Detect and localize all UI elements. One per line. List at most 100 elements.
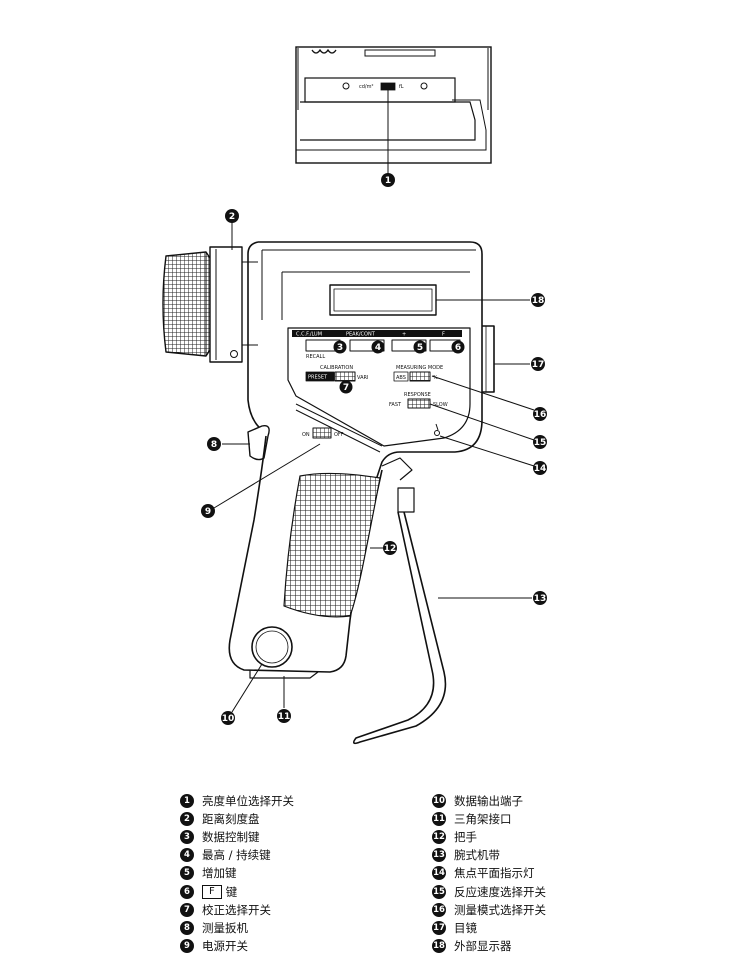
callout-9: 9: [201, 504, 215, 518]
legend-item: 17 目镜: [432, 919, 546, 937]
callout-13: 13: [533, 591, 547, 605]
focus-ring: [162, 251, 211, 357]
panel-label-vari: VARI: [357, 375, 368, 381]
legend-number: 13: [432, 848, 446, 863]
svg-text:5: 5: [417, 343, 423, 353]
callout-7: 7: [339, 380, 353, 394]
hand-grip: [283, 472, 381, 618]
distance-scale-ring: [209, 246, 243, 363]
callout-5: 5: [413, 340, 427, 354]
legend-label: 反应速度选择开关: [454, 884, 546, 899]
legend-number: 14: [432, 866, 446, 881]
legend-number: 16: [432, 902, 446, 917]
legend-number: 8: [180, 920, 194, 935]
legend-number: 4: [180, 848, 194, 863]
legend-item: 18 外部显示器: [432, 937, 546, 955]
meter-body: [162, 241, 495, 745]
legend-item: 14 焦点平面指示灯: [432, 864, 546, 882]
legend-label: 测量模式选择开关: [454, 902, 546, 917]
legend-label: 距离刻度盘: [202, 812, 260, 827]
legend-number: 17: [432, 920, 446, 935]
callout-15: 15: [533, 435, 547, 449]
callout-14: 14: [533, 461, 547, 475]
svg-text:13: 13: [534, 594, 547, 604]
panel-label-on: ON: [302, 432, 310, 438]
svg-text:11: 11: [278, 712, 291, 722]
legend-label: 电源开关: [202, 938, 248, 953]
legend-number: 12: [432, 830, 446, 845]
legend-item: 11 三角架接口: [432, 810, 546, 828]
svg-text:16: 16: [534, 410, 547, 420]
callout-11: 11: [277, 709, 291, 723]
svg-text:17: 17: [532, 360, 545, 370]
svg-text:12: 12: [384, 544, 397, 554]
panel-label-off: OFF: [334, 432, 344, 438]
legend-label: 目镜: [454, 920, 477, 935]
panel-label-measuring-mode: MEASURING MODE: [396, 365, 443, 371]
legend-label: 测量扳机: [202, 920, 248, 935]
legend-label: 腕式机带: [454, 848, 500, 863]
legend-number: 11: [432, 812, 446, 827]
svg-text:10: 10: [222, 714, 235, 724]
tripod-socket: [249, 670, 319, 679]
inset-detail: [295, 46, 492, 174]
panel-label-abs: ABS: [396, 375, 406, 381]
luminance-meter-diagram: cd/m² fL: [162, 46, 547, 745]
legend-number: 1: [180, 794, 194, 809]
legend-label: 三角架接口: [454, 812, 512, 827]
legend-label: 数据输出端子: [454, 794, 523, 809]
svg-text:8: 8: [211, 440, 217, 450]
external-display: [329, 284, 437, 316]
callout-16: 16: [533, 407, 547, 421]
svg-text:18: 18: [532, 296, 545, 306]
callout-8: 8: [207, 437, 221, 451]
legend-number: 9: [180, 938, 194, 953]
svg-text:14: 14: [534, 464, 547, 474]
legend-label: 亮度单位选择开关: [202, 794, 294, 809]
legend-number: 3: [180, 830, 194, 845]
inset-unit-right: fL: [399, 84, 404, 90]
calibration-switch: [334, 371, 356, 382]
callout-2: 2: [225, 209, 239, 223]
measuring-mode-switch: [409, 371, 431, 382]
panel-label-recall: RECALL: [306, 354, 325, 360]
legend-number: 7: [180, 902, 194, 917]
panel-label-f: F: [442, 332, 445, 338]
callout-3: 3: [333, 340, 347, 354]
svg-text:9: 9: [205, 507, 211, 517]
legend-label: 键: [225, 884, 238, 899]
power-switch: [312, 427, 332, 439]
inset-unit-left: cd/m²: [359, 84, 373, 90]
callout-10: 10: [221, 711, 235, 725]
panel-label-percent: %: [433, 375, 438, 381]
legend-label: 增加键: [202, 866, 237, 881]
callout-6: 6: [451, 340, 465, 354]
legend-label: 焦点平面指示灯: [454, 866, 535, 881]
legend-item: 8 测量扳机: [180, 919, 294, 937]
callout-1: 1: [381, 173, 395, 187]
legend-label: 外部显示器: [454, 938, 512, 953]
f-key-symbol: F: [202, 884, 222, 899]
panel-label-slow: SLOW: [433, 402, 448, 408]
svg-text:3: 3: [337, 343, 343, 353]
legend-item: 1 亮度单位选择开关: [180, 792, 294, 810]
legend-item: 10 数据输出端子: [432, 792, 546, 810]
legend-number: 18: [432, 938, 446, 953]
legend-item: 16 测量模式选择开关: [432, 901, 546, 919]
legend-item: 13 腕式机带: [432, 846, 546, 864]
svg-text:2: 2: [229, 212, 235, 222]
legend-number: 10: [432, 794, 446, 809]
svg-text:6: 6: [455, 343, 461, 353]
panel-label-preset: PRESET: [308, 375, 328, 381]
panel-label-calibration: CALIBRATION: [320, 365, 353, 371]
callout-18: 18: [531, 293, 545, 307]
